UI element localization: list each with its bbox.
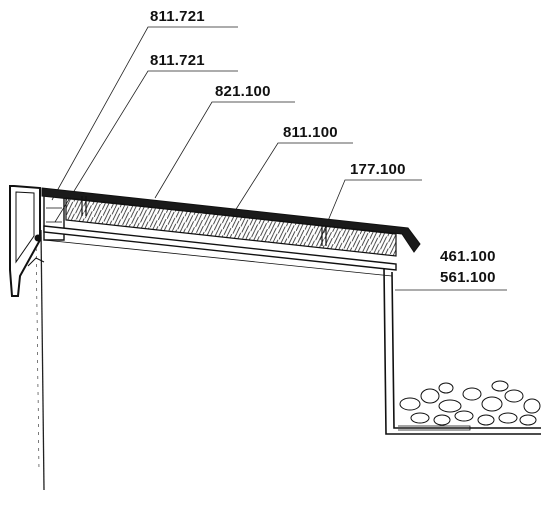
leader-lines xyxy=(51,26,507,291)
insulation-layer xyxy=(65,197,397,257)
label-811721-top: 811.721 xyxy=(150,8,205,25)
label-561100: 561.100 xyxy=(440,269,496,286)
gutter-and-gravel xyxy=(383,267,541,435)
label-461100: 461.100 xyxy=(440,248,496,265)
roof-membrane xyxy=(41,187,421,253)
deck-layer xyxy=(43,225,397,271)
leader-811721-a xyxy=(51,26,238,201)
edge-profile xyxy=(9,185,65,297)
leader-811100 xyxy=(232,142,353,215)
label-811100: 811.100 xyxy=(283,124,338,141)
label-177100: 177.100 xyxy=(350,161,406,178)
gravel-pebbles xyxy=(399,380,541,426)
leader-811721-b xyxy=(54,70,238,223)
roof-layers xyxy=(41,187,421,277)
gutter-wall xyxy=(383,267,541,435)
concrete-wall xyxy=(35,229,45,491)
label-811721-second: 811.721 xyxy=(150,52,205,69)
leader-821100 xyxy=(154,101,295,199)
label-821100: 821.100 xyxy=(215,83,271,100)
